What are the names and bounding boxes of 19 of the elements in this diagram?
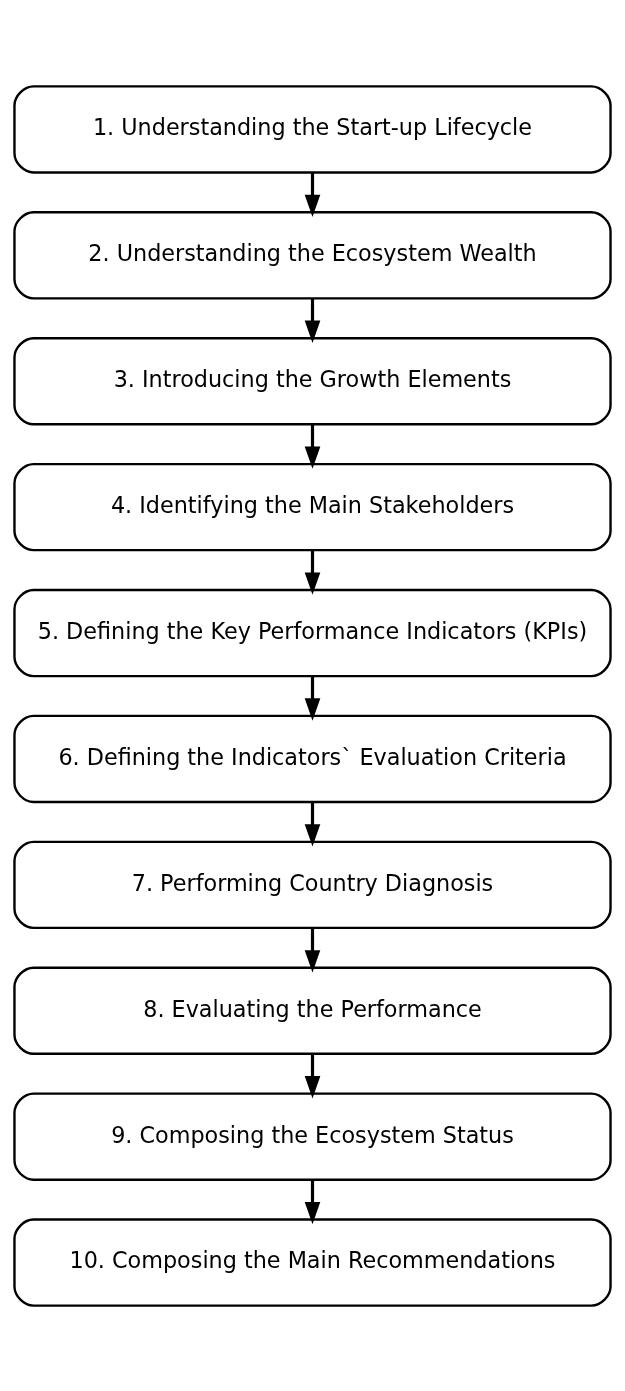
arrow: [304, 549, 321, 595]
node-box: 2. Understanding the Ecosystem Wealth: [13, 210, 612, 300]
arrow: [304, 423, 321, 469]
node-box: 8. Evaluating the Performance: [13, 966, 612, 1055]
node-box: 10. Composing the Main Recommendations: [13, 1217, 612, 1307]
node-box: 7. Performing Country Diagnosis: [13, 840, 612, 929]
node-box: 3. Introducing the Growth Elements: [13, 336, 612, 425]
node-box: 1. Understanding the Start-up Lifecycle: [13, 84, 612, 174]
node-box: 6. Defining the Indicators` Evaluation Criteria: [13, 714, 612, 803]
arrow: [304, 1179, 321, 1224]
arrow: [304, 801, 321, 847]
arrow: [304, 927, 321, 972]
arrow: [304, 675, 321, 721]
arrow: [304, 1053, 321, 1098]
arrow: [304, 172, 321, 217]
arrow: [304, 297, 321, 343]
node-box: 9. Composing the Ecosystem Status: [13, 1091, 612, 1181]
node-box: 4. Identifying the Main Stakeholders: [13, 462, 612, 551]
node-box: 5. Defining the Key Performance Indicators (KPIs): [13, 588, 612, 677]
